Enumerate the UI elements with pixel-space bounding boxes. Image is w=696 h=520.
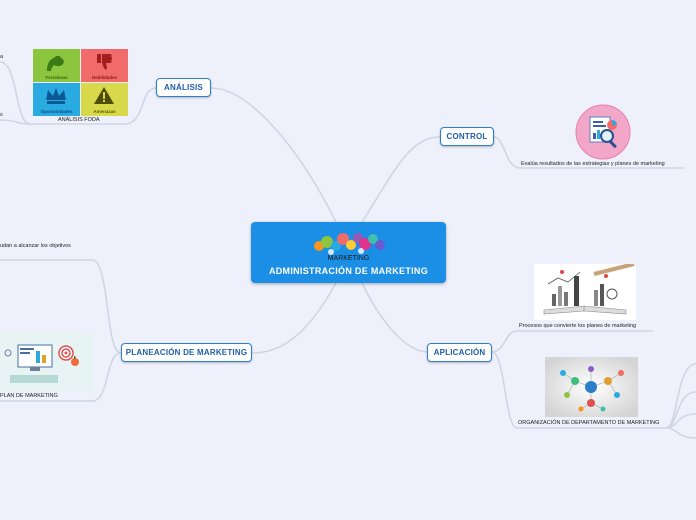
connector-aplicacion-2 <box>491 351 666 429</box>
node-aplicacion[interactable]: APLICACIÓN <box>427 343 492 362</box>
foda-debilidades: Debilidades <box>81 49 128 82</box>
node-control-label: CONTROL <box>446 132 488 141</box>
foda-oportunidades: Oportunidades <box>33 83 80 116</box>
connector-analisis <box>210 87 337 223</box>
connector-foda-left-b <box>0 119 31 125</box>
target-icon <box>0 333 94 391</box>
magnifier-report-icon <box>575 104 631 160</box>
foda-partial-label-b: s <box>0 112 3 118</box>
network-icon <box>545 357 638 417</box>
connector-planeacion-bottom <box>0 352 122 402</box>
node-planeacion-label: PLANEACIÓN DE MARKETING <box>125 348 248 357</box>
foda-amenazas: Amenazas <box>81 83 128 116</box>
foda-caption: ANÁLISIS FODA <box>58 117 100 123</box>
node-analisis[interactable]: ANÁLISIS <box>156 78 211 97</box>
connector-aplicacion <box>361 282 429 353</box>
connector-planeacion-top <box>0 259 122 354</box>
crown-icon <box>46 88 66 104</box>
connector-control-image <box>493 136 684 169</box>
aplicacion-caption-1: Procesos que convierte los planes de mar… <box>519 323 637 329</box>
node-planeacion[interactable]: PLANEACIÓN DE MARKETING <box>121 343 252 362</box>
control-caption: Evalúa resultados de las estrategias y p… <box>521 161 665 167</box>
warning-icon <box>94 87 114 104</box>
connector-org-right-4 <box>665 427 696 439</box>
aplicacion-caption-2: ORGANIZACIÓN DE DEPARTAMENTO DE MARKETIN… <box>518 420 660 426</box>
node-analisis-label: ANÁLISIS <box>164 83 203 92</box>
marketing-logo-icon <box>314 233 385 255</box>
book-process-image <box>534 264 636 320</box>
connector-analisis-foda <box>30 87 157 125</box>
planeacion-caption-top: udan a alcanzar los objetivos <box>0 243 71 249</box>
central-node[interactable]: MARKETING ADMINISTRACIÓN DE MARKETING <box>251 222 446 283</box>
central-logo-text: MARKETING <box>327 255 370 262</box>
foda-fortalezas: Fortalezas <box>33 49 80 82</box>
node-aplicacion-label: APLICACIÓN <box>433 348 486 357</box>
connector-aplicacion-1 <box>491 330 653 353</box>
foda-partial-label-a: a <box>0 54 4 60</box>
planeacion-caption-bottom: PLAN DE MARKETING <box>0 393 58 399</box>
connector-planeacion <box>251 282 337 354</box>
thumbs-down-icon <box>97 54 113 70</box>
connector-control <box>361 136 441 223</box>
foda-image: Fortalezas Debilidades Oportunidades Ame… <box>33 49 128 116</box>
connector-foda-left-a <box>0 61 31 125</box>
node-control[interactable]: CONTROL <box>440 127 494 146</box>
central-title: ADMINISTRACIÓN DE MARKETING <box>268 266 429 276</box>
muscle-arm-icon <box>47 55 64 71</box>
